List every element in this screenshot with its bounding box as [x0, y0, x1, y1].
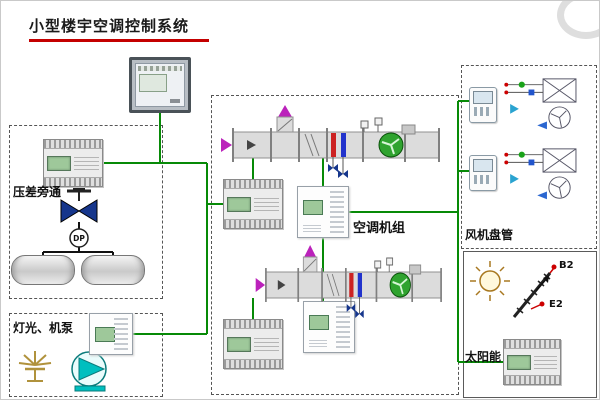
thermostat-1 — [469, 87, 497, 123]
label-solar: 太阳能 — [465, 350, 502, 364]
ddc-controller-solar — [503, 339, 561, 385]
thermostat-buttons — [474, 107, 492, 116]
terminal-strip — [504, 340, 560, 349]
controller-screen-icon — [507, 354, 531, 370]
terminal-strip — [224, 359, 282, 368]
label-lighting-pumps: 灯光、机泵 — [13, 321, 74, 335]
fan-coil-section — [461, 65, 597, 249]
module-slots — [114, 318, 128, 350]
thermostat-buttons — [474, 175, 492, 184]
module-detail — [309, 339, 327, 347]
controller-screen-icon — [227, 196, 251, 212]
tank-icon — [11, 255, 75, 285]
io-module-ahu-2 — [303, 301, 355, 353]
module-slots — [336, 306, 350, 348]
thermostat-display — [473, 91, 493, 104]
label-fan-coil: 风机盘管 — [465, 228, 514, 242]
controller-screen-icon — [309, 315, 329, 330]
thermostat-2 — [469, 155, 497, 191]
hmi-toolbar — [138, 66, 182, 71]
controller-detail — [254, 337, 279, 351]
hmi-graphic-area — [139, 74, 167, 92]
io-module-lighting — [89, 313, 133, 355]
controller-screen-icon — [303, 200, 323, 215]
hmi-button — [170, 99, 180, 103]
terminal-strip — [224, 320, 282, 329]
label-pressure-bypass: 压差旁通 — [13, 185, 62, 199]
solar-section — [463, 251, 597, 398]
label-e2: E2 — [549, 299, 563, 310]
terminal-strip — [44, 140, 102, 149]
pressure-bypass-section — [9, 125, 163, 299]
controller-screen-icon — [95, 327, 115, 342]
ddc-controller-ahu-1 — [223, 179, 283, 229]
title-underline — [29, 39, 209, 42]
io-module-ahu-1 — [297, 186, 349, 238]
module-detail — [303, 224, 321, 232]
terminal-strip — [224, 219, 282, 228]
controller-detail — [534, 355, 557, 369]
watermark — [557, 1, 599, 39]
label-ahu: 空调机组 — [353, 221, 406, 236]
controller-screen-icon — [227, 336, 251, 352]
hmi-touch-panel — [129, 57, 191, 113]
lighting-pumps-section — [9, 313, 163, 397]
hmi-screen — [135, 63, 185, 107]
module-slots — [330, 191, 344, 233]
controller-detail — [254, 197, 279, 211]
terminal-strip — [44, 177, 102, 186]
terminal-strip — [504, 375, 560, 384]
ddc-controller-bypass — [43, 139, 103, 187]
controller-detail — [74, 156, 99, 170]
thermostat-display — [473, 159, 493, 172]
controller-screen-icon — [47, 155, 71, 171]
ddc-controller-ahu-2 — [223, 319, 283, 369]
label-b2: B2 — [559, 260, 574, 271]
tank-icon — [81, 255, 145, 285]
page-title: 小型楼宇空调控制系统 — [29, 17, 190, 35]
terminal-strip — [224, 180, 282, 189]
